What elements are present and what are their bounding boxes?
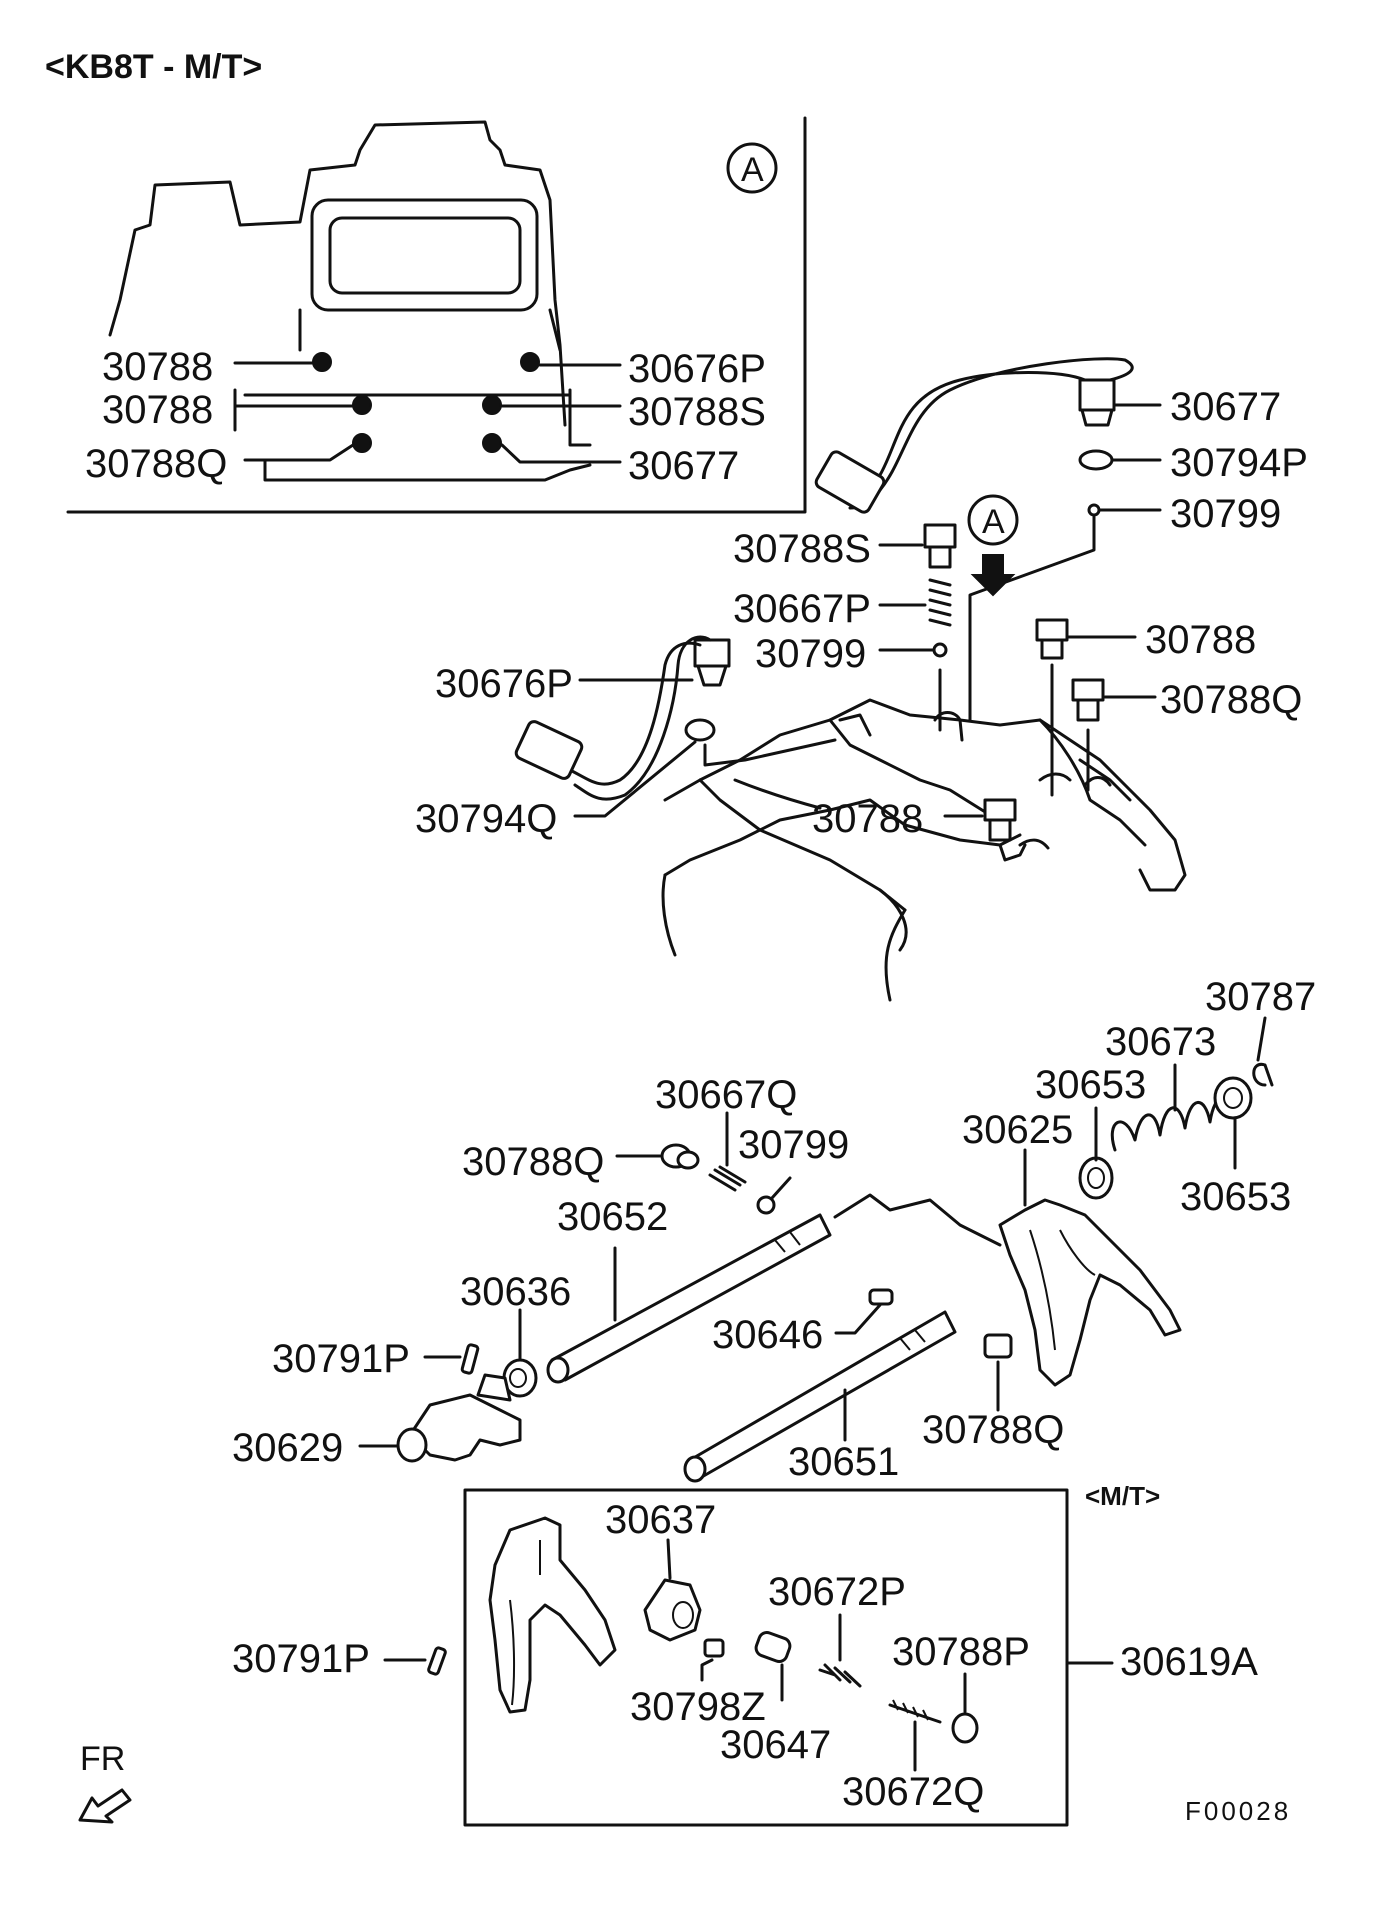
top-label-4: 30788S xyxy=(733,527,871,571)
mt-label-3: 30788P xyxy=(892,1630,1030,1674)
top-label-7: 30788 xyxy=(1145,618,1256,662)
washer-30794Q xyxy=(573,718,837,818)
diagram-title: <KB8T - M/T> xyxy=(45,48,262,86)
shift-fork-30625 xyxy=(998,1148,1182,1387)
plug-30788Q-left xyxy=(615,1143,700,1170)
plug-30788Q-right xyxy=(1071,678,1157,792)
lower-label-13: 30629 xyxy=(232,1426,343,1470)
inset-label-6: 30677 xyxy=(628,444,739,488)
lower-label-2: 30673 xyxy=(1105,1020,1216,1064)
lower-label-15: 30788Q xyxy=(922,1408,1064,1452)
top-label-3: 30799 xyxy=(1170,492,1281,536)
inset-label-1: 30788 xyxy=(102,345,213,389)
inset-marker: A xyxy=(741,151,764,189)
front-direction-label: FR xyxy=(80,1740,125,1778)
mt-box xyxy=(383,1488,1114,1827)
transmission-case-top xyxy=(661,698,1187,1002)
lower-label-3: 30653 xyxy=(1035,1063,1146,1107)
view-a-label: A xyxy=(982,503,1005,541)
rod-30651 xyxy=(683,1310,957,1483)
inset-view-a: A xyxy=(66,116,807,514)
bolt-30788Q-lower xyxy=(983,1333,1013,1412)
top-label-6: 30799 xyxy=(755,632,866,676)
lever-30629 xyxy=(358,1373,522,1463)
figure-code: F00028 xyxy=(1185,1796,1291,1826)
view-a-marker xyxy=(967,494,1019,597)
sensor-30676P xyxy=(514,635,731,801)
front-arrow-icon xyxy=(78,1788,132,1824)
inset-label-5: 30788Q xyxy=(85,442,227,486)
ball-30799-mid xyxy=(878,642,948,732)
mt-label-2: 30672P xyxy=(768,1570,906,1614)
plug-30788S xyxy=(878,523,957,569)
lower-label-4: 30625 xyxy=(962,1108,1073,1152)
ball-30799-lower xyxy=(756,1176,792,1215)
collar-30636 xyxy=(502,1308,538,1398)
lower-label-5: 30653 xyxy=(1180,1175,1291,1219)
lower-label-10: 30636 xyxy=(460,1270,571,1314)
top-label-1: 30677 xyxy=(1170,385,1281,429)
top-label-10: 30794Q xyxy=(415,797,557,841)
rod-30652 xyxy=(546,1213,832,1384)
ball-30799-top xyxy=(968,503,1162,722)
spring-30667Q xyxy=(708,1111,747,1192)
mt-label-1: 30637 xyxy=(605,1498,716,1542)
collar-30653-left xyxy=(1078,1106,1114,1200)
snap-ring-30787 xyxy=(1252,1016,1274,1087)
lower-label-8: 30788Q xyxy=(462,1140,604,1184)
plug-30788-lower xyxy=(943,798,1027,862)
spring-30673 xyxy=(1110,1063,1234,1152)
lower-label-12: 30791P xyxy=(272,1337,410,1381)
inset-label-2: 30676P xyxy=(628,347,766,391)
top-label-9: 30788Q xyxy=(1160,678,1302,722)
lower-label-6: 30667Q xyxy=(655,1073,797,1117)
lower-label-1: 30787 xyxy=(1205,975,1316,1019)
lower-label-9: 30652 xyxy=(557,1195,668,1239)
pin-30791P xyxy=(423,1343,480,1375)
collar-30653-right xyxy=(1213,1076,1253,1170)
lower-label-11: 30646 xyxy=(712,1313,823,1357)
mt-label-6: 30647 xyxy=(720,1723,831,1767)
connector-line xyxy=(833,1193,1002,1247)
lower-label-14: 30651 xyxy=(788,1440,899,1484)
mt-label-4: 30791P xyxy=(232,1637,370,1681)
mt-group-label: 30619A xyxy=(1120,1640,1258,1684)
top-label-5: 30667P xyxy=(733,587,871,631)
mt-label-7: 30672Q xyxy=(842,1770,984,1814)
inset-label-4: 30788S xyxy=(628,390,766,434)
inset-label-3: 30788 xyxy=(102,388,213,432)
mt-label-5: 30798Z xyxy=(630,1685,766,1729)
top-label-8: 30676P xyxy=(435,662,573,706)
mt-box-tag: <M/T> xyxy=(1085,1481,1160,1511)
washer-30794P xyxy=(1078,449,1162,471)
spring-30667P xyxy=(878,578,952,627)
pin-30646 xyxy=(834,1288,894,1335)
plug-30788-right xyxy=(1035,618,1137,797)
top-label-2: 30794P xyxy=(1170,441,1308,485)
lower-label-7: 30799 xyxy=(738,1123,849,1167)
top-label-11: 30788 xyxy=(812,797,923,841)
sensor-30677 xyxy=(814,357,1162,514)
